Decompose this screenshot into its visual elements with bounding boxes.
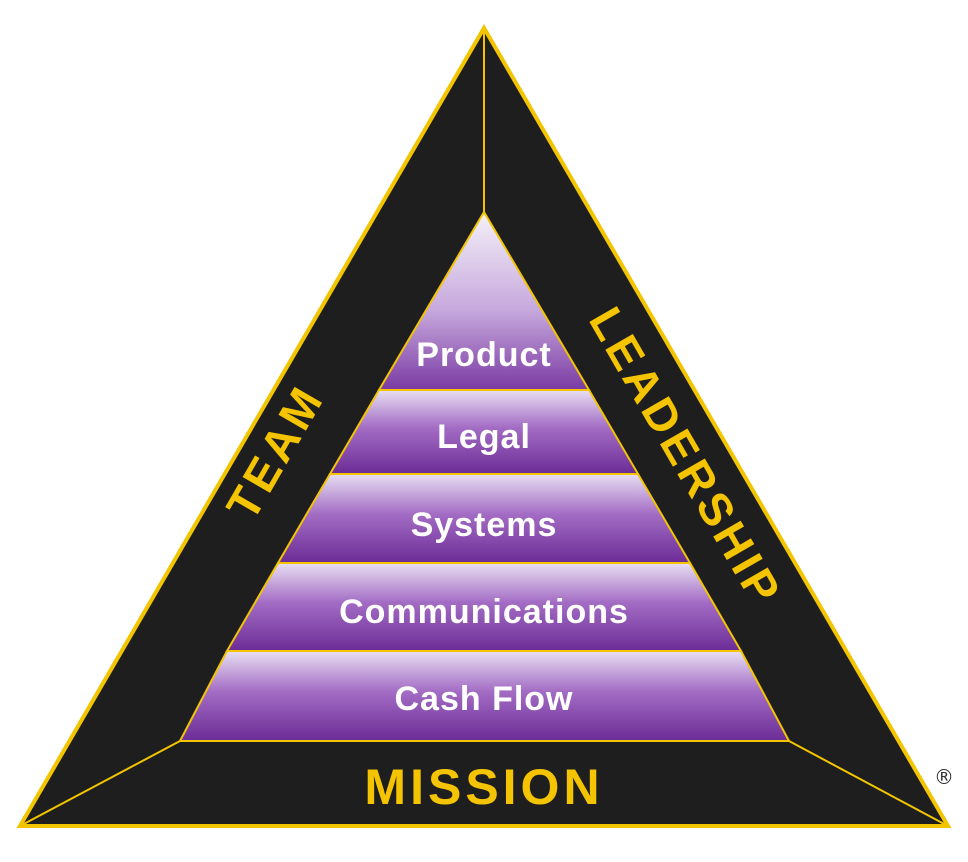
tier-label-product: Product: [416, 336, 551, 374]
tier-label-systems: Systems: [411, 506, 558, 544]
bevel-line-right: [788, 740, 949, 827]
tier-label-communications: Communications: [339, 593, 629, 631]
pyramid-tiers: [178, 210, 791, 742]
base-label-mission: MISSION: [364, 759, 603, 815]
registered-mark: ®: [934, 765, 954, 789]
bevel-line-left: [19, 740, 181, 827]
tier-label-cashflow: Cash Flow: [394, 680, 573, 718]
tier-label-legal: Legal: [437, 418, 531, 456]
tier-cashflow-shape: [178, 650, 791, 742]
